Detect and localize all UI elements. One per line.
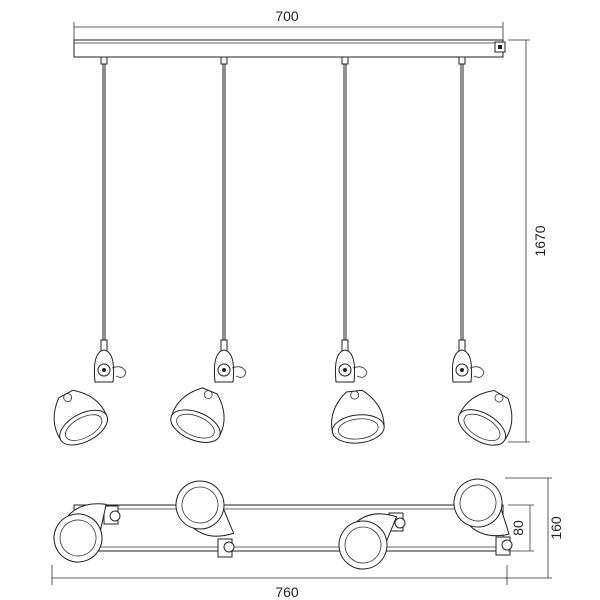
dimension-label-1670: 1670	[532, 225, 548, 256]
lamp-shade	[331, 389, 385, 444]
plan-view: 760 80 160	[51, 477, 564, 600]
pendant-group	[53, 56, 513, 446]
plan-spot-3	[338, 512, 406, 570]
plan-spot-2	[175, 480, 235, 558]
plan-spot-4	[453, 478, 513, 556]
dimension-label-700: 700	[275, 8, 299, 24]
dimension-canopy-width: 700	[73, 8, 504, 40]
dimension-total-depth: 160	[505, 477, 564, 579]
plan-spot-group	[53, 478, 513, 570]
pendant-spot-3	[331, 56, 385, 444]
lamp-shade	[53, 389, 109, 446]
base-plate	[73, 504, 504, 552]
dimension-base-width: 760	[51, 565, 508, 600]
dimension-label-760: 760	[275, 584, 299, 600]
dimension-total-height: 1670	[508, 39, 548, 443]
pendant-spot-2	[170, 56, 247, 443]
plan-spot-1	[53, 503, 121, 563]
pendant-spot-1	[53, 56, 127, 446]
ceiling-canopy	[73, 39, 506, 58]
front-view: 700 1670	[53, 8, 548, 446]
dimension-label-80: 80	[510, 520, 526, 536]
lamp-shade	[170, 387, 225, 443]
dimension-label-160: 160	[548, 516, 564, 540]
pendant-spot-4	[451, 56, 513, 446]
lamp-shade	[457, 389, 513, 446]
dimension-base-depth: 80	[508, 504, 534, 552]
